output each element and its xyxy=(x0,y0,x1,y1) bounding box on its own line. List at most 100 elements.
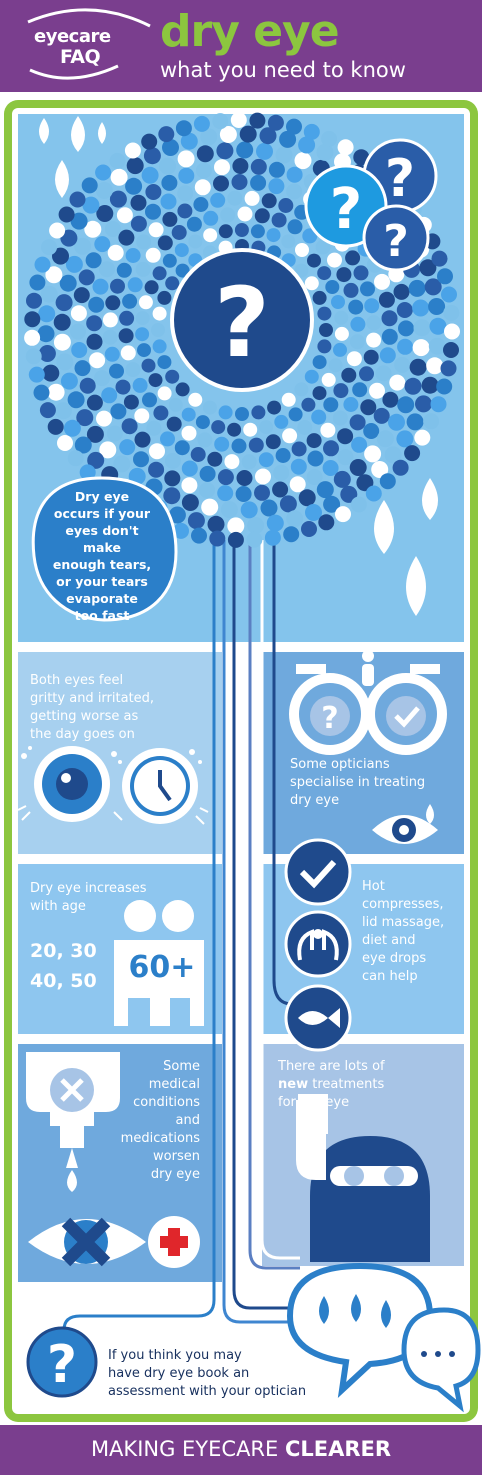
iris-dot xyxy=(53,313,71,331)
iris-dot xyxy=(134,408,150,424)
iris-dot xyxy=(181,407,196,422)
iris-dot xyxy=(67,391,85,409)
iris-dot xyxy=(289,476,306,493)
iris-dot xyxy=(384,446,402,464)
iris-dot xyxy=(148,373,163,388)
iris-dot xyxy=(274,414,289,429)
iris-dot xyxy=(160,193,177,210)
iris-dot xyxy=(260,499,278,517)
remedies-text: Hot compresses, lid massage, diet and ey… xyxy=(362,878,462,986)
iris-dot xyxy=(373,407,390,424)
iris-dot xyxy=(268,178,285,195)
iris-dot xyxy=(321,130,338,147)
svg-text:?: ? xyxy=(47,1335,77,1395)
iris-dot xyxy=(121,418,138,435)
iris-dot xyxy=(217,485,234,502)
iris-dot xyxy=(79,464,96,481)
iris-dot xyxy=(341,367,357,383)
iris-dot xyxy=(290,458,307,475)
iris-dot xyxy=(251,405,266,420)
iris-dot xyxy=(231,438,247,454)
iris-dot xyxy=(234,223,249,237)
speech-bubble-icon xyxy=(286,1262,481,1413)
text-line: lid massage, xyxy=(362,915,445,930)
iris-dot xyxy=(265,434,281,450)
iris-dot xyxy=(138,295,153,310)
iris-dot xyxy=(381,328,398,345)
iris-dot xyxy=(59,274,77,292)
iris-dot xyxy=(301,397,316,412)
iris-dot xyxy=(171,225,187,240)
iris-dot xyxy=(157,235,173,251)
iris-dot xyxy=(366,315,382,331)
svg-text:?: ? xyxy=(330,177,362,242)
iris-dot xyxy=(264,529,281,546)
page-subtitle: what you need to know xyxy=(160,58,406,82)
text-line: have dry eye book an xyxy=(108,1366,250,1381)
iris-dot xyxy=(359,366,374,382)
iris-dot xyxy=(431,250,448,267)
iris-dot xyxy=(187,512,205,530)
iris-dot xyxy=(396,302,413,318)
iris-dot xyxy=(381,310,398,327)
iris-dot xyxy=(153,405,169,421)
iris-dot xyxy=(73,287,90,304)
clock-icon xyxy=(122,748,209,825)
text-line: too fast xyxy=(74,608,130,623)
iris-dot xyxy=(145,247,161,263)
iris-dot xyxy=(230,112,247,128)
iris-dot xyxy=(397,396,415,414)
text-line: eye drops xyxy=(362,951,427,966)
iris-dot xyxy=(174,243,189,258)
iris-dot xyxy=(144,280,159,295)
iris-dot xyxy=(151,323,165,337)
iris-dot xyxy=(178,167,195,184)
iris-dot xyxy=(307,450,324,467)
iris-dot xyxy=(86,315,103,332)
iris-dot xyxy=(349,414,366,431)
iris-dot xyxy=(45,266,63,284)
iris-dot xyxy=(334,310,349,325)
intro-bubble xyxy=(31,476,178,622)
iris-dot xyxy=(337,139,354,156)
iris-dot xyxy=(63,419,81,437)
iris-dot xyxy=(96,205,114,222)
iris-dot xyxy=(188,234,203,249)
iris-dot xyxy=(286,166,303,183)
text-line: dry eye xyxy=(150,1167,200,1182)
iris-dot xyxy=(25,348,42,365)
text-line: occurs if your xyxy=(53,506,151,521)
iris-dot xyxy=(56,353,74,371)
fish-icon xyxy=(284,984,352,1052)
iris-dot xyxy=(174,440,190,456)
iris-dot xyxy=(266,514,284,532)
iris-dot xyxy=(149,443,165,460)
text-line: with age xyxy=(30,899,86,914)
eye-icon xyxy=(28,1217,146,1267)
iris-dot xyxy=(157,355,172,370)
svg-text:?: ? xyxy=(383,216,409,267)
text-line: Some xyxy=(163,1059,200,1074)
iris-dot xyxy=(193,115,210,132)
glasses-icon: ? xyxy=(289,650,447,755)
iris-dot xyxy=(116,207,133,224)
iris-dot xyxy=(441,286,457,303)
iris-dot xyxy=(227,422,242,437)
iris-dot xyxy=(86,425,104,443)
eye-icon xyxy=(17,746,123,822)
iris-dot xyxy=(87,451,105,469)
iris-dot xyxy=(278,198,294,213)
text-line: specialise in treating xyxy=(290,775,426,790)
iris-dot xyxy=(444,323,460,340)
text-rest: treatments xyxy=(308,1077,385,1092)
iris-dot xyxy=(246,531,263,548)
iris-dot xyxy=(40,285,58,303)
iris-dot xyxy=(304,369,319,384)
iris-dot xyxy=(168,506,186,524)
iris-dot xyxy=(304,276,319,291)
iris-dot xyxy=(287,219,303,235)
iris-dot xyxy=(109,190,127,208)
iris-dot xyxy=(71,342,88,358)
iris-dot xyxy=(283,526,300,543)
iris-dot xyxy=(148,222,164,238)
